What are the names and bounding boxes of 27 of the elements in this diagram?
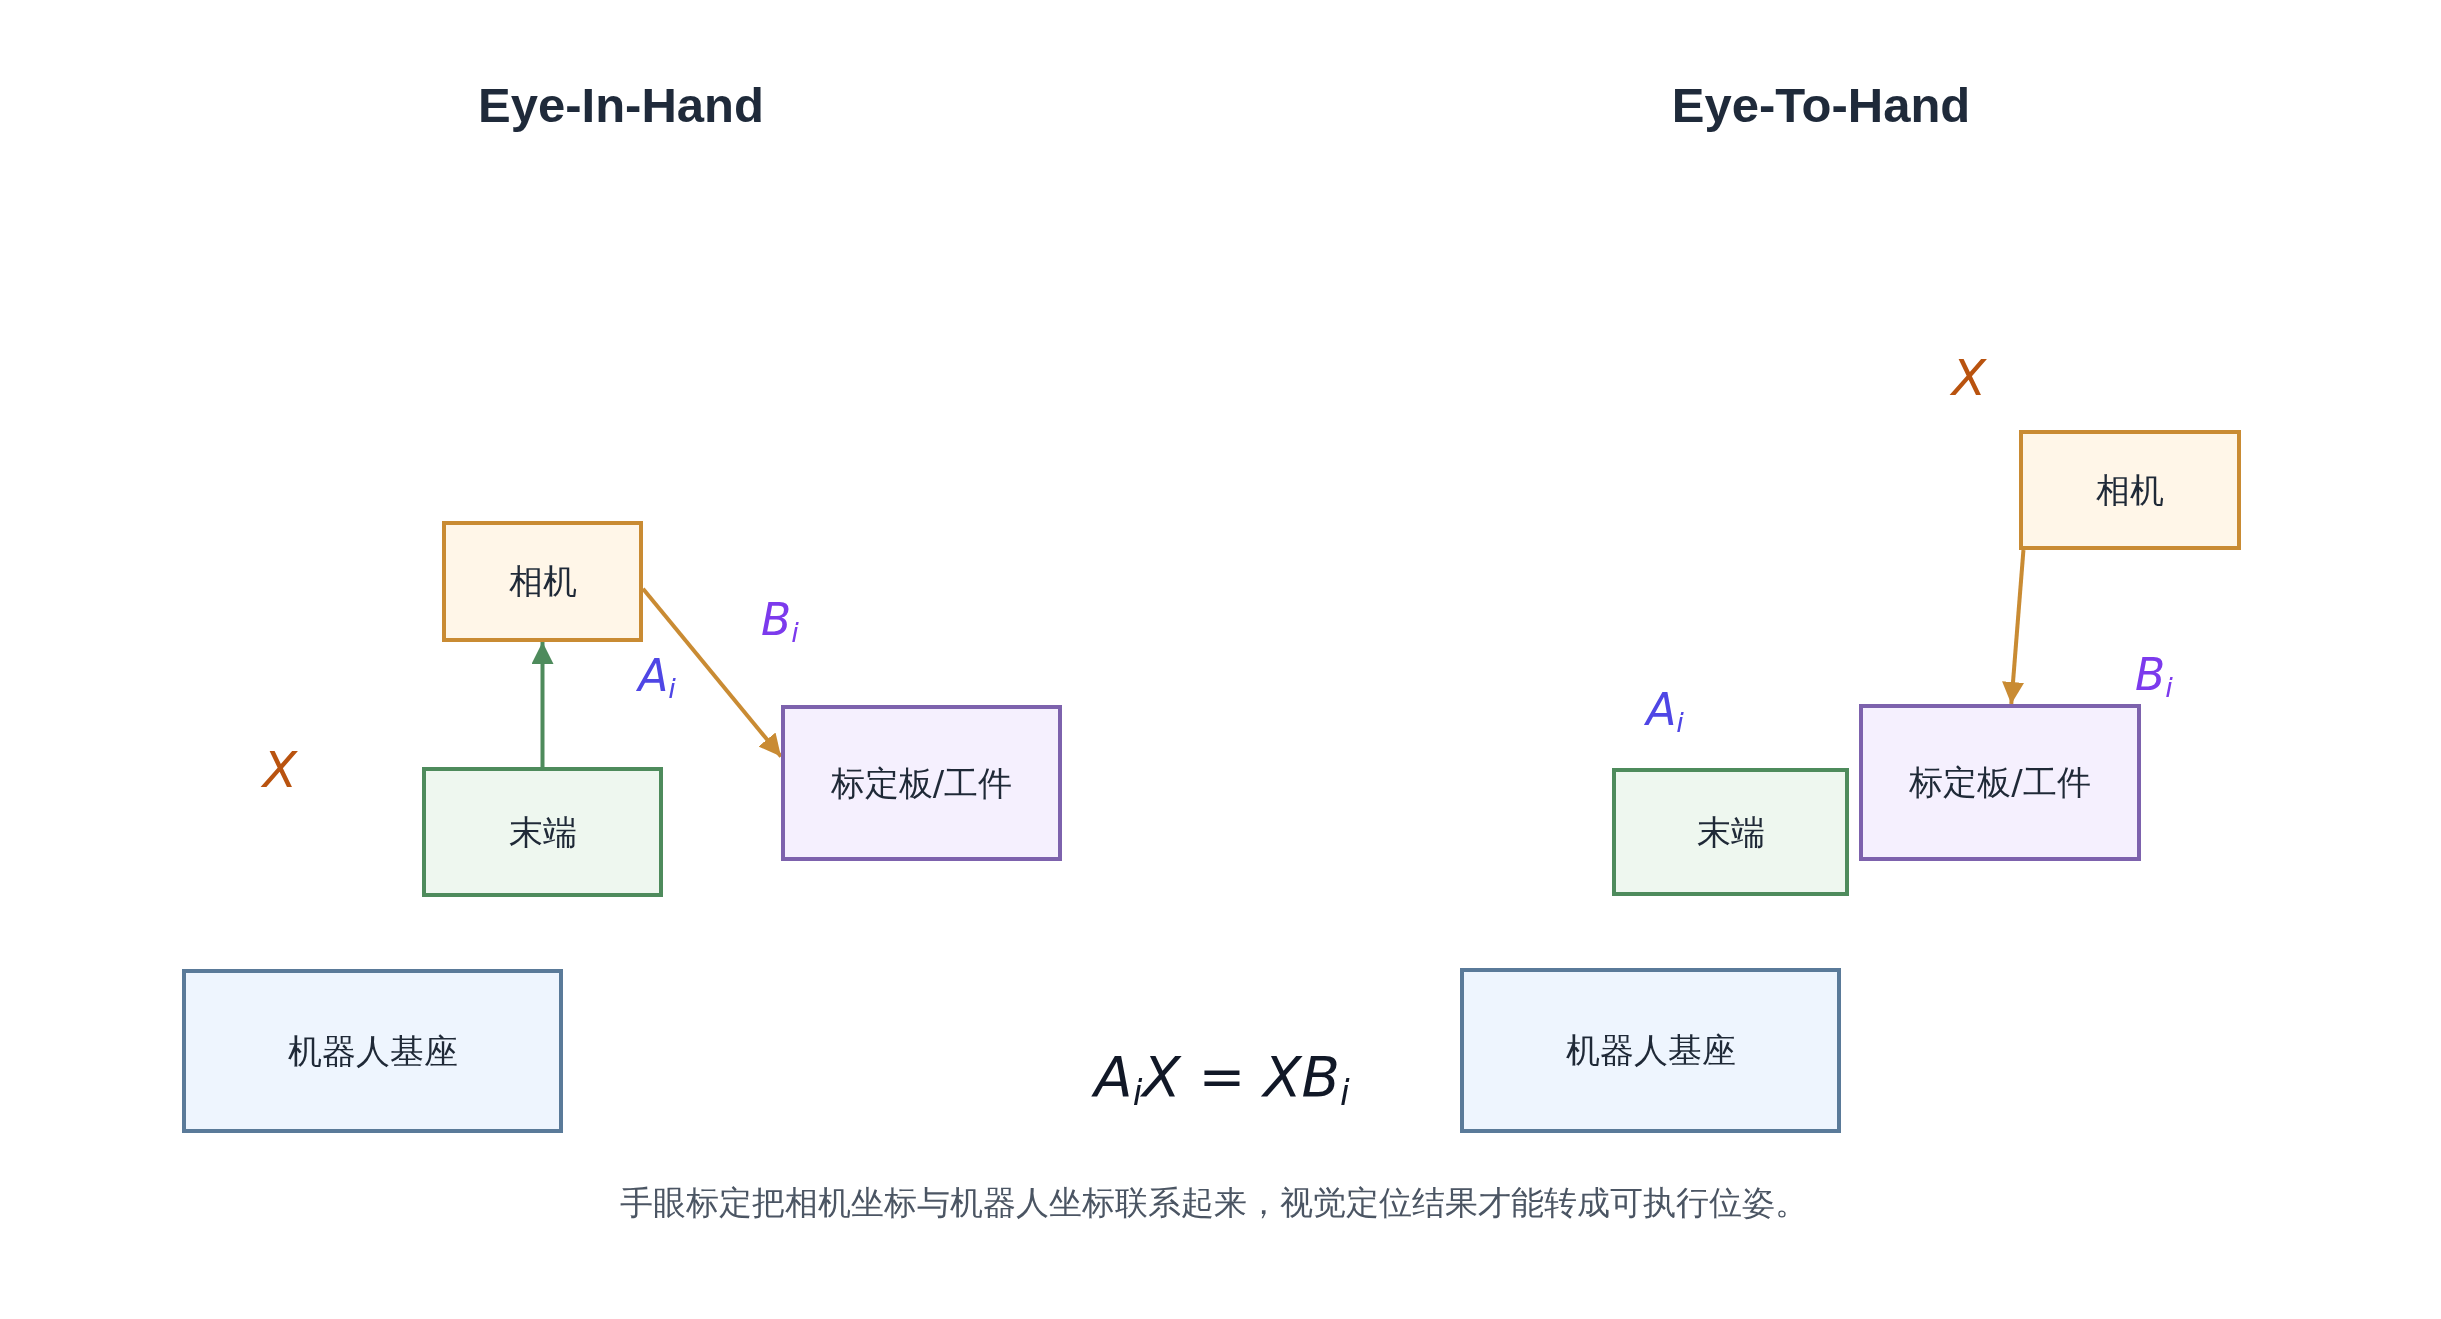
- box-label: 相机: [2096, 469, 2164, 511]
- robot-base-box: [1460, 968, 1841, 1133]
- camera-box: [2019, 430, 2241, 550]
- end-effector-box: [422, 767, 663, 897]
- box-label: 末端: [1696, 811, 1765, 853]
- box-label: 相机: [508, 561, 577, 602]
- robot-base-box: [182, 969, 563, 1133]
- box-label: 标定板/工件: [830, 762, 1013, 804]
- variable-label: A$_{i}$: [1646, 683, 1684, 739]
- caption: 手眼标定把相机坐标与机器人坐标联系起来，视觉定位结果才能转成可执行位姿。: [620, 1181, 1808, 1224]
- variable-label: B$_{i}$: [2135, 648, 2173, 704]
- variable-label: B$_{i}$: [761, 593, 799, 649]
- calibration-board-box: [1859, 704, 2141, 861]
- panel-title: Eye-In-Hand: [478, 77, 764, 135]
- box-label: 机器人基座: [1565, 1030, 1736, 1071]
- panel-title: Eye-To-Hand: [1671, 77, 1971, 135]
- arrow: [531, 642, 554, 767]
- box-label: 标定板/工件: [1909, 762, 2091, 803]
- arrow: [2002, 549, 2026, 705]
- end-effector-box: [1612, 768, 1849, 896]
- variable-label: A$_{i}$: [638, 649, 676, 705]
- variable-label: X: [262, 739, 298, 801]
- calibration-board-box: [781, 705, 1062, 861]
- box-label: 机器人基座: [287, 1030, 458, 1072]
- box-label: 末端: [508, 811, 577, 853]
- variable-label: X: [1951, 347, 1987, 409]
- camera-box: [442, 521, 643, 642]
